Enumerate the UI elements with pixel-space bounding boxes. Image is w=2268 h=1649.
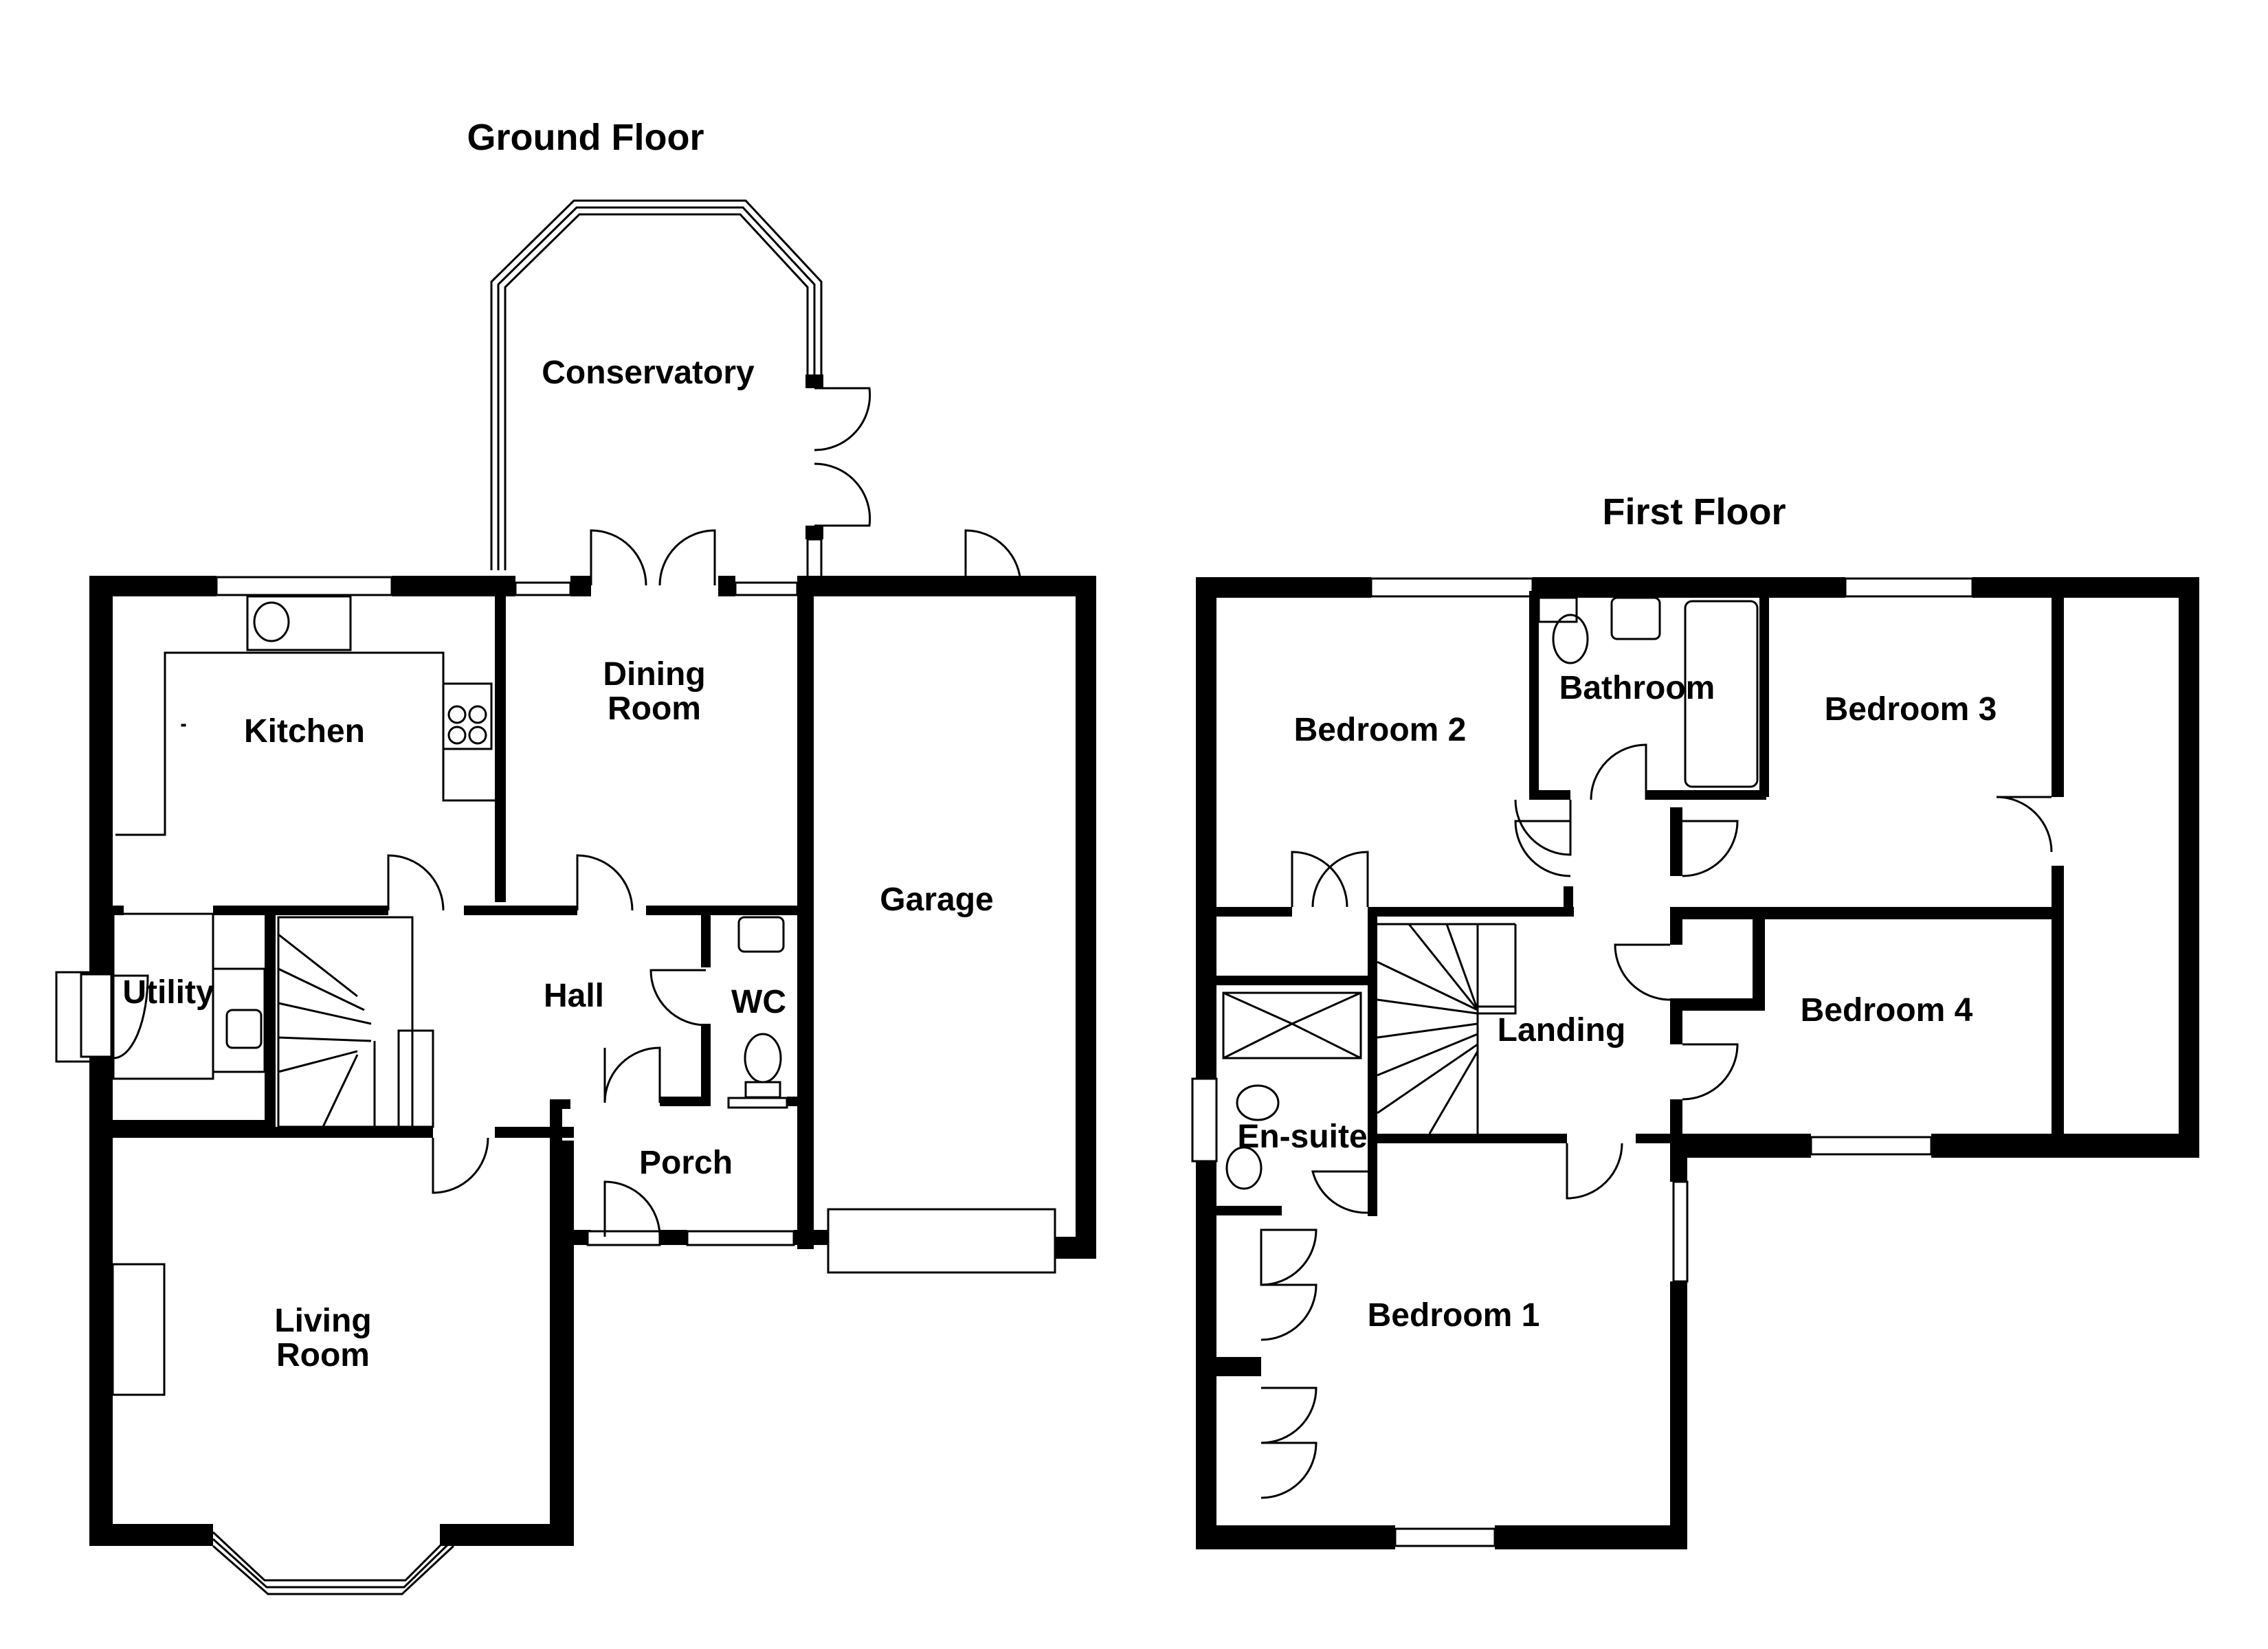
first-doors: [1260, 743, 2053, 1499]
room-label-conservatory: Conservatory: [542, 355, 755, 391]
conservatory-glazing: [490, 199, 871, 582]
room-label-landing: Landing: [1498, 1012, 1626, 1048]
first-floor-title: First Floor: [1603, 491, 1786, 532]
room-label-bedroom-3: Bedroom 3: [1825, 691, 1997, 728]
room-label-en-suite: En-suite: [1237, 1119, 1367, 1155]
room-label-wc: WC: [731, 984, 786, 1020]
first-walls: [1191, 577, 2199, 1549]
ground-fixtures: [225, 601, 785, 1099]
ground-interior-walls: [55, 576, 811, 1396]
room-label-bedroom-4: Bedroom 4: [1801, 992, 1973, 1029]
room-label-hall: Hall: [544, 978, 604, 1014]
room-label-garage: Garage: [880, 882, 993, 918]
room-label-living: Living: [274, 1303, 371, 1339]
first-interior-walls: [1210, 591, 2064, 1376]
room-label-living-2: Room: [276, 1337, 370, 1373]
first-stairs: [1377, 923, 1517, 1134]
room-label-bathroom: Bathroom: [1559, 670, 1715, 706]
first-floor-plan: First Floor Bathroom Bedroom 2 Bedroom 3…: [1191, 491, 2199, 1549]
ground-doors: [113, 529, 716, 1237]
room-label-utility: Utility: [122, 974, 214, 1011]
room-label-dining-2: Room: [608, 691, 701, 727]
room-label-dining: Dining: [603, 656, 705, 693]
room-label-porch: Porch: [639, 1145, 733, 1181]
ground-floor-title: Ground Floor: [467, 117, 704, 158]
ground-stairs: [277, 916, 434, 1128]
room-label-bedroom-2: Bedroom 2: [1294, 712, 1467, 748]
ground-walls: [80, 529, 1096, 1595]
ground-floor-plan: Ground Floor Conservatory Dining Room Ki…: [55, 117, 1096, 1595]
room-label-bedroom-1: Bedroom 1: [1368, 1297, 1540, 1334]
room-label-kitchen: Kitchen: [244, 713, 365, 750]
